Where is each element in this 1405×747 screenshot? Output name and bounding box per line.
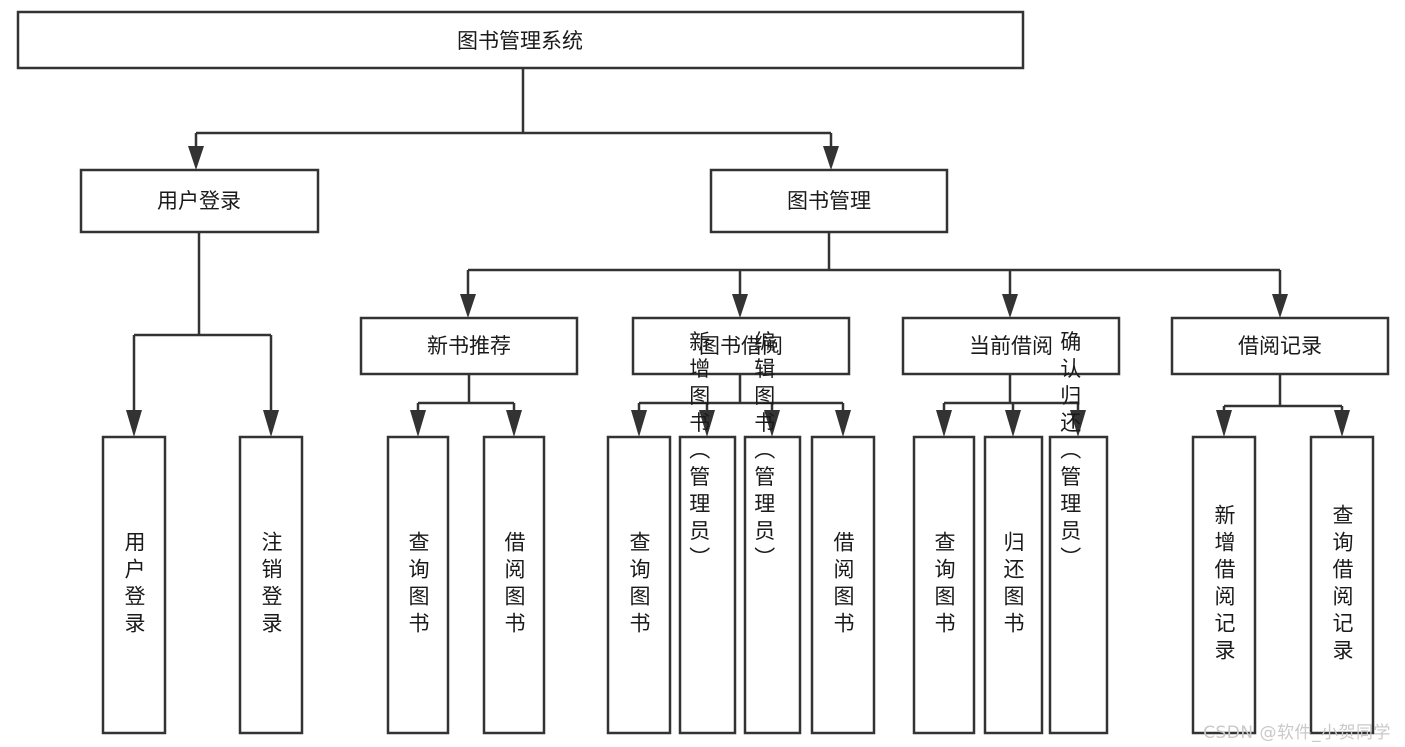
node-user-login-box[interactable] <box>79 168 320 234</box>
node-book-manage-box[interactable] <box>709 168 949 234</box>
node-leaf-nbr-query-book-box[interactable] <box>386 435 450 735</box>
node-leaf-nbr-query-book-label: 查询图书 <box>406 531 430 639</box>
arrowhead-leaf-logout <box>263 410 279 437</box>
arrowhead-book-manage <box>823 146 839 170</box>
arrowhead-nbr-borrow-book <box>506 410 522 437</box>
node-leaf-br-query-record-label: 查询借阅记录 <box>1330 504 1354 666</box>
connector-group-user-login <box>126 232 279 437</box>
node-new-book-rec-box[interactable] <box>359 316 579 376</box>
arrowhead-br-query-record <box>1334 410 1350 437</box>
arrowhead-borrow-record <box>1272 294 1288 318</box>
node-leaf-user-login-box[interactable] <box>101 435 167 735</box>
node-leaf-br-add-record-box[interactable] <box>1191 435 1257 735</box>
node-root-label: 图书管理系统 <box>457 29 583 53</box>
node-leaf-br-query-record-box[interactable] <box>1309 435 1375 735</box>
node-leaf-bb-edit-book-box[interactable] <box>743 435 802 735</box>
node-leaf-nbr-borrow-book-label: 借阅图书 <box>502 531 526 639</box>
node-leaf-logout-box[interactable] <box>238 435 304 735</box>
node-root-box[interactable] <box>16 10 1025 70</box>
node-leaf-cb-query-book-label: 查询图书 <box>932 531 956 639</box>
node-leaf-bb-add-book[interactable]: 新增图书（管理员） <box>678 331 737 735</box>
arrowhead-user-login <box>188 146 204 170</box>
node-leaf-nbr-borrow-book-box[interactable] <box>482 435 546 735</box>
node-leaf-bb-query-book[interactable]: 查询图书 <box>606 435 672 735</box>
node-leaf-bb-borrow-book[interactable]: 借阅图书 <box>810 435 876 735</box>
arrowhead-bb-borrow-book <box>835 410 851 437</box>
node-leaf-br-query-record[interactable]: 查询借阅记录 <box>1309 435 1375 735</box>
node-book-manage[interactable]: 图书管理 <box>709 168 949 234</box>
node-leaf-br-add-record-label: 新增借阅记录 <box>1212 504 1236 666</box>
node-root[interactable]: 图书管理系统 <box>16 10 1025 70</box>
node-leaf-cb-query-book-box[interactable] <box>912 435 976 735</box>
connector-group-book-manage <box>460 232 1288 318</box>
connector-group-root <box>188 68 839 170</box>
node-leaf-user-login-label: 用户登录 <box>122 531 146 639</box>
arrowhead-book-borrow <box>732 294 748 318</box>
node-leaf-bb-edit-book-label: 编辑图书（管理员） <box>752 331 776 574</box>
node-leaf-cb-return-book[interactable]: 归还图书 <box>983 435 1044 735</box>
node-leaf-cb-return-book-box[interactable] <box>983 435 1044 735</box>
node-leaf-bb-edit-book[interactable]: 编辑图书（管理员） <box>743 331 802 735</box>
node-leaf-logout-label: 注销登录 <box>259 531 283 639</box>
node-new-book-rec-label: 新书推荐 <box>427 334 511 358</box>
node-leaf-bb-borrow-book-box[interactable] <box>810 435 876 735</box>
node-leaf-bb-query-book-box[interactable] <box>606 435 672 735</box>
node-leaf-cb-confirm-return-label: 确认归还（管理员） <box>1058 331 1082 574</box>
node-book-borrow[interactable]: 图书借阅 <box>631 316 851 376</box>
arrowhead-br-add-record <box>1216 410 1232 437</box>
node-current-borrow[interactable]: 当前借阅 <box>901 316 1121 376</box>
node-leaf-bb-query-book-label: 查询图书 <box>627 531 651 639</box>
arrowhead-bb-edit-book <box>764 410 780 437</box>
arrowhead-nbr-query-book <box>410 410 426 437</box>
arrowhead-new-book-rec <box>460 294 476 318</box>
node-current-borrow-label: 当前借阅 <box>969 334 1053 358</box>
node-leaf-logout[interactable]: 注销登录 <box>238 435 304 735</box>
node-borrow-record[interactable]: 借阅记录 <box>1170 316 1390 376</box>
arrowhead-bb-add-book <box>699 410 715 437</box>
arrowhead-cb-query-book <box>936 410 952 437</box>
node-leaf-cb-query-book[interactable]: 查询图书 <box>912 435 976 735</box>
node-leaf-br-add-record[interactable]: 新增借阅记录 <box>1191 435 1257 735</box>
node-borrow-record-box[interactable] <box>1170 316 1390 376</box>
node-leaf-cb-confirm-return[interactable]: 确认归还（管理员） <box>1048 331 1109 735</box>
arrowhead-current-borrow <box>1002 294 1018 318</box>
node-book-manage-label: 图书管理 <box>787 189 871 213</box>
connector-group-borrow-record <box>1216 374 1350 437</box>
node-user-login[interactable]: 用户登录 <box>79 168 320 234</box>
arrowhead-leaf-user-login <box>126 410 142 437</box>
node-leaf-bb-add-book-box[interactable] <box>678 435 737 735</box>
connector-group-new-book-rec <box>410 374 522 437</box>
node-current-borrow-box[interactable] <box>901 316 1121 376</box>
node-book-borrow-label: 图书借阅 <box>699 334 783 358</box>
node-leaf-cb-return-book-label: 归还图书 <box>1001 531 1025 639</box>
node-leaf-user-login[interactable]: 用户登录 <box>101 435 167 735</box>
node-leaf-bb-add-book-label: 新增图书（管理员） <box>687 331 711 574</box>
connector-group-book-borrow <box>631 374 851 437</box>
arrowhead-cb-return-book <box>1005 410 1021 437</box>
node-leaf-nbr-query-book[interactable]: 查询图书 <box>386 435 450 735</box>
node-leaf-bb-borrow-book-label: 借阅图书 <box>831 531 855 639</box>
connector-group-current-borrow <box>936 374 1086 437</box>
node-book-borrow-box[interactable] <box>631 316 851 376</box>
node-new-book-rec[interactable]: 新书推荐 <box>359 316 579 376</box>
arrowhead-cb-confirm-return <box>1070 410 1086 437</box>
node-leaf-cb-confirm-return-box[interactable] <box>1048 435 1109 735</box>
node-user-login-label: 用户登录 <box>157 189 241 213</box>
arrowhead-bb-query-book <box>631 410 647 437</box>
node-borrow-record-label: 借阅记录 <box>1238 334 1322 358</box>
node-leaf-nbr-borrow-book[interactable]: 借阅图书 <box>482 435 546 735</box>
